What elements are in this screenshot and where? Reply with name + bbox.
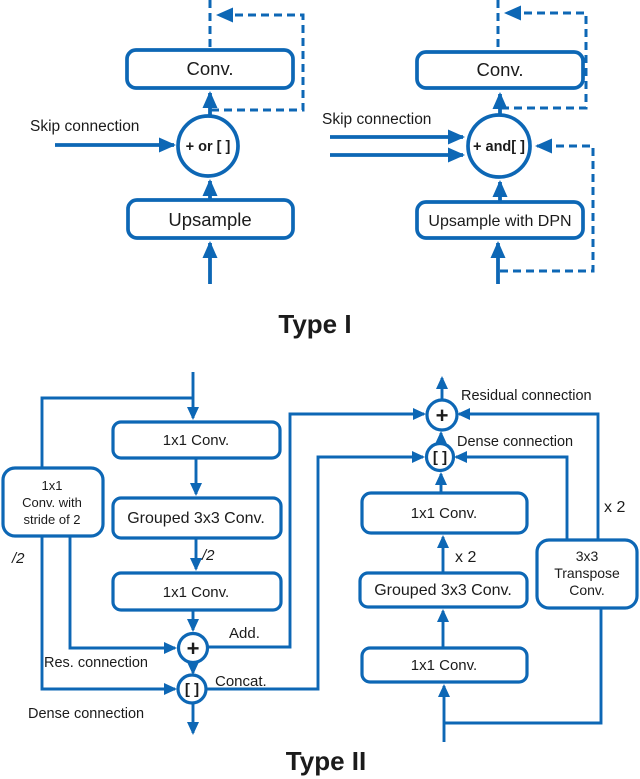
concat-label: Concat. [215, 673, 267, 690]
transpose-label-line3: Conv. [569, 582, 605, 598]
conv1x1-right-top-label: 1x1 Conv. [411, 505, 477, 522]
add-symbol: + [187, 636, 200, 661]
input-branch-to-transpose [444, 609, 603, 725]
type2-caption: Type II [286, 746, 366, 776]
dense-connection-label: Dense connection [28, 706, 144, 722]
grouped-conv-right-label: Grouped 3x3 Conv. [374, 582, 512, 599]
type2-left-column: 1x1 Conv. Grouped 3x3 Conv. /2 1x1 Conv.… [1, 372, 426, 735]
type1-right-block: Conv. Skip connection + and[ ] Upsample … [322, 0, 595, 284]
merge-circle [176, 114, 240, 178]
transpose-conv-box [535, 538, 639, 610]
type1-caption: Type I [278, 309, 351, 339]
stride-conv-box [1, 466, 105, 538]
x2-mid-label: x 2 [455, 549, 476, 566]
conv1x1-right-bottom-box [360, 646, 529, 684]
conv1x1-mid-box [111, 571, 283, 612]
dense-connection-label: Dense connection [457, 434, 573, 450]
conv-box [415, 50, 585, 90]
input-bypass-dashed-loop [500, 138, 595, 273]
conv1x1-top-label: 1x1 Conv. [163, 432, 229, 449]
transpose-to-concat-line [454, 451, 569, 540]
x2-right-label: x 2 [604, 499, 625, 516]
conv-box-label: Conv. [187, 58, 234, 79]
stride-conv-label-line1: 1x1 [42, 478, 63, 493]
skip-connection-label: Skip connection [30, 118, 139, 135]
stride-conv-label-line3: stride of 2 [23, 512, 80, 527]
res-connection-arrow [68, 536, 177, 654]
grouped-conv-label: Grouped 3x3 Conv. [127, 510, 265, 527]
merge-circle [466, 113, 532, 179]
grouped-conv-right-box [358, 571, 529, 609]
recurrent-dashed-loop [501, 5, 588, 110]
skip-connection-label: Skip connection [322, 111, 431, 128]
upsample-box-label: Upsample [168, 209, 251, 230]
transpose-label-line1: 3x3 [576, 548, 599, 564]
concat-symbol: [ ] [185, 681, 199, 698]
conv-box-label: Conv. [477, 59, 524, 80]
transpose-to-add-line [457, 408, 600, 540]
dense-concat-symbol: [ ] [433, 449, 447, 466]
dense-connection-arrow [40, 536, 177, 695]
downsample-left-label: /2 [11, 550, 25, 567]
merge-circle-label: + or [ ] [186, 139, 231, 155]
type1-left-block: Conv. Skip connection + or [ ] Upsample [30, 0, 305, 284]
add-label: Add. [229, 625, 260, 642]
res-connection-label: Res. connection [44, 655, 148, 671]
upsample-dpn-box [415, 200, 585, 240]
residual-connection-label: Residual connection [461, 388, 592, 404]
dense-concat-circle [424, 441, 456, 473]
type2-right-column: Residual connection + Dense connection [… [358, 376, 639, 742]
upsample-box [126, 198, 295, 240]
merge-circle-label: + and[ ] [473, 139, 525, 155]
transpose-label-line2: Transpose [554, 565, 620, 581]
concat-output-riser [206, 451, 425, 691]
input-branch-line [40, 396, 193, 467]
upsample-dpn-box-label: Upsample with DPN [428, 213, 571, 230]
add-output-riser [207, 408, 426, 649]
conv1x1-right-bottom-label: 1x1 Conv. [411, 657, 477, 674]
conv-box [125, 48, 295, 90]
conv1x1-right-top-box [360, 491, 529, 535]
residual-add-circle [425, 398, 459, 432]
conv1x1-mid-label: 1x1 Conv. [163, 584, 229, 601]
residual-add-symbol: + [436, 403, 449, 428]
recurrent-dashed-loop [211, 7, 305, 112]
stride-conv-label-line2: Conv. with [22, 495, 82, 510]
downsample-mid-label: /2 [201, 547, 215, 564]
